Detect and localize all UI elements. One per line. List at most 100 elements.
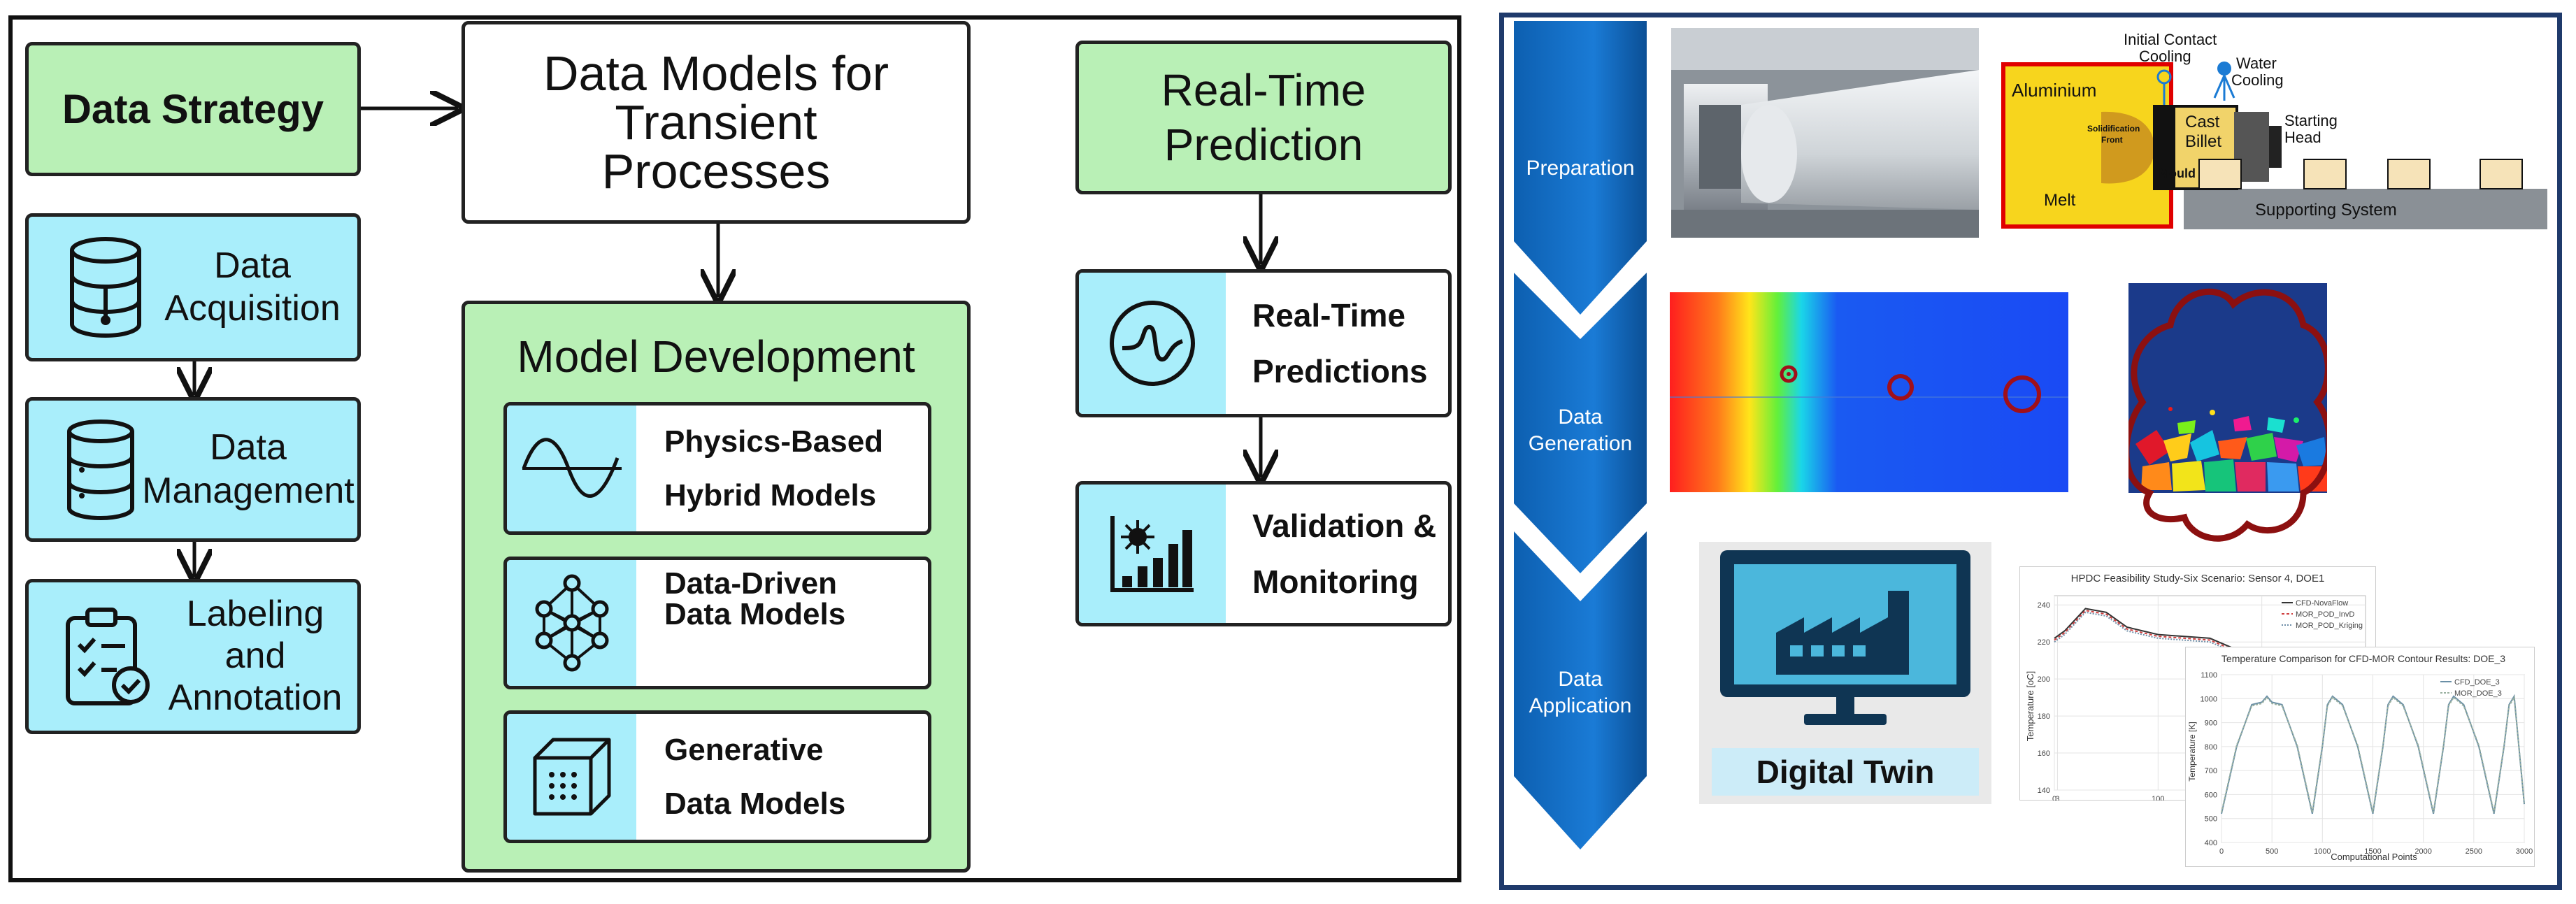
chevron-data-generation xyxy=(1514,273,1647,573)
cfd-mor-chart-xlabel: Computational Points xyxy=(2331,852,2417,862)
cast-billet-line2: Billet xyxy=(2185,132,2221,151)
bar-chart-icon xyxy=(1110,516,1194,592)
c2-xtick-label: 500 xyxy=(2266,847,2278,856)
c2-legend-label: MOR_DOE_3 xyxy=(2454,689,2502,698)
labeling-line2: and xyxy=(224,636,286,677)
cfd-mor-chart-title: Temperature Comparison for CFD-MOR Conto… xyxy=(2221,653,2505,664)
c2-series-line xyxy=(2221,695,2525,813)
database-icon xyxy=(70,237,141,338)
c2-legend-label: CFD_DOE_3 xyxy=(2454,678,2500,687)
solidification-line2: Front xyxy=(2101,135,2123,145)
data-driven-card: Data-Driven Data Models xyxy=(503,557,931,689)
c1-xtick-label: 3 xyxy=(2055,795,2059,801)
c1-legend-label: CFD-NovaFlow xyxy=(2296,599,2348,608)
digital-twin-label-box: Digital Twin xyxy=(1712,748,1979,796)
cast-billet-line1: Cast xyxy=(2185,113,2220,131)
stage-application-line2: Application xyxy=(1529,694,1632,717)
validation-icon-area xyxy=(1079,485,1226,623)
sine-wave-icon xyxy=(522,438,622,498)
generative-line2: Data Models xyxy=(664,787,846,821)
data-acquisition-line2: Acquisition xyxy=(164,288,341,329)
signal-wave-icon xyxy=(1110,301,1195,386)
c2-ytick-label: 800 xyxy=(2205,743,2217,752)
physics-line1: Physics-Based xyxy=(664,424,884,459)
microstructure-image xyxy=(2128,283,2327,549)
c2-xtick-label: 2000 xyxy=(2414,847,2431,856)
data-models-line1: Data Models for xyxy=(543,46,889,101)
mould-label: Mould xyxy=(2159,166,2196,180)
real-time-predictions-card: Real-Time Predictions xyxy=(1075,269,1452,417)
physics-line2: Hybrid Models xyxy=(664,478,877,512)
c1-ytick-label: 200 xyxy=(2038,675,2050,684)
data-driven-line2: Data Models xyxy=(664,597,846,631)
clipboard-check-icon xyxy=(66,608,150,705)
c2-ytick-label: 400 xyxy=(2205,839,2217,847)
data-driven-line1: Data-Driven xyxy=(664,566,837,601)
generative-icon-area xyxy=(507,714,636,840)
c2-xtick-label: 0 xyxy=(2219,847,2224,856)
rt-predictions-line1: Real-Time xyxy=(1252,296,1406,333)
solidification-line1: Solidification xyxy=(2087,124,2140,134)
data-driven-icon-area xyxy=(507,560,636,686)
labeling-line3: Annotation xyxy=(168,677,343,718)
c2-ytick-label: 500 xyxy=(2205,815,2217,824)
cfd-mor-chart-ylabel: Temperature [K] xyxy=(2187,722,2197,781)
stage-generation-label: Data Generation xyxy=(1510,404,1650,457)
c2-ytick-label: 1100 xyxy=(2201,671,2217,680)
stage-preparation-text: Preparation xyxy=(1526,157,1635,180)
supporting-system-label: Supporting System xyxy=(2255,201,2397,220)
data-management-line1: Data xyxy=(210,427,287,468)
c1-legend-label: MOR_POD_InvD xyxy=(2296,610,2354,619)
validation-line2: Monitoring xyxy=(1252,564,1419,600)
c1-ytick-label: 140 xyxy=(2038,787,2050,795)
validation-monitoring-card: Validation & Monitoring xyxy=(1075,481,1452,626)
physics-icon-area xyxy=(507,406,636,531)
physics-based-card: Physics-Based Hybrid Models xyxy=(503,402,931,535)
temperature-field-image xyxy=(1670,292,2068,492)
c1-legend-label: MOR_POD_Kriging xyxy=(2296,622,2363,630)
labeling-annotation-box: Labeling and Annotation xyxy=(25,579,361,734)
digital-twin-label: Digital Twin xyxy=(1756,754,1935,790)
melt-label: Melt xyxy=(2044,191,2076,210)
water-cooling-line2: Cooling xyxy=(2231,71,2284,89)
data-management-box: Data Management xyxy=(25,397,361,542)
c2-xtick-label: 3000 xyxy=(2516,847,2533,856)
data-strategy-box: Data Strategy xyxy=(25,42,361,176)
c1-ytick-label: 180 xyxy=(2038,712,2050,721)
flow-arrows xyxy=(0,0,1468,904)
labeling-line1: Labeling xyxy=(186,594,324,635)
cfd-mor-chart: Temperature Comparison for CFD-MOR Conto… xyxy=(2185,647,2535,867)
monitor-factory-icon xyxy=(1720,550,1970,725)
stage-application-line1: Data xyxy=(1558,668,1603,691)
billet-photo xyxy=(1671,28,1979,238)
chevron-data-application xyxy=(1514,531,1647,849)
data-models-transient-box: Data Models for Transient Processes xyxy=(461,21,971,224)
data-strategy-label: Data Strategy xyxy=(62,86,324,132)
real-time-prediction-box: Real-Time Prediction xyxy=(1075,41,1452,194)
c2-ytick-label: 900 xyxy=(2205,719,2217,728)
c2-xtick-label: 1500 xyxy=(2364,847,2381,856)
c1-ytick-label: 160 xyxy=(2038,749,2050,758)
database-stack-icon xyxy=(67,419,134,520)
hpdc-chart-ylabel: Temperature [oC] xyxy=(2025,671,2035,741)
stage-generation-line1: Data xyxy=(1558,406,1603,429)
generative-card: Generative Data Models xyxy=(503,710,931,843)
chevron-preparation xyxy=(1514,21,1647,315)
casting-schematic: Initial Contact Cooling Water Cooling Al… xyxy=(1996,28,2552,238)
c1-ytick-label: 240 xyxy=(2038,601,2050,610)
data-acquisition-line1: Data xyxy=(214,245,291,286)
predictions-icon-area xyxy=(1079,273,1226,414)
c1-ytick-label: 220 xyxy=(2038,638,2050,647)
cube-icon xyxy=(533,738,610,816)
starting-head-line2: Head xyxy=(2284,129,2321,146)
generative-line1: Generative xyxy=(664,733,824,767)
aluminium-label: Aluminium xyxy=(2012,80,2096,101)
real-time-prediction-line1: Real-Time xyxy=(1161,64,1366,115)
initial-contact-line1: Initial Contact xyxy=(2124,31,2217,48)
c2-ytick-label: 700 xyxy=(2205,767,2217,775)
data-acquisition-box: Data Acquisition xyxy=(25,213,361,361)
data-management-line2: Management xyxy=(142,470,355,511)
stage-application-label: Data Application xyxy=(1510,666,1650,719)
water-cooling-line1: Water xyxy=(2236,55,2277,72)
rt-predictions-line2: Predictions xyxy=(1252,353,1428,389)
